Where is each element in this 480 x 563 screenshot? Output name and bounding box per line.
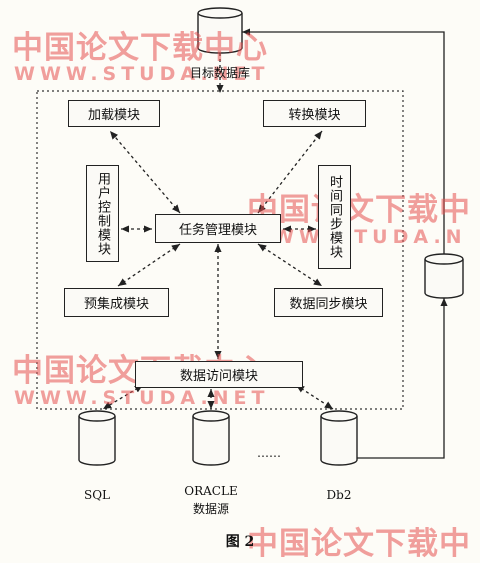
edge-task-preaggregate — [117, 243, 181, 287]
load-module-box: 加载模块 — [68, 100, 160, 127]
figure-caption: 图 2 — [225, 534, 255, 550]
db2-label: Db2 — [326, 488, 352, 502]
system-boundary — [36, 90, 404, 410]
watermark-en: WWW.STUDA.N — [247, 226, 467, 248]
edge-access-db2 — [295, 384, 334, 410]
oracle-label: ORACLE — [184, 484, 238, 498]
task-management-module-box: 任务管理模块 — [155, 214, 281, 243]
watermark-en: WWW.STUDA.NET — [14, 387, 270, 409]
data-sync-module-box: 数据同步模块 — [274, 288, 383, 317]
watermark-cn: 中国论文下载中心 — [12, 30, 268, 66]
preaggregate-module-box: 预集成模块 — [64, 288, 169, 317]
side-database-cylinder — [424, 253, 464, 299]
sql-database-cylinder — [78, 410, 116, 466]
watermark-en: WWW.STUDA.NET — [14, 63, 270, 85]
target-database-cylinder — [197, 7, 243, 54]
oracle-database-cylinder — [192, 410, 230, 466]
target-database-label: 目标数据库 — [189, 66, 250, 80]
db2-to-side-cylinder-line — [357, 298, 448, 459]
edge-access-sql — [102, 384, 144, 410]
time-sync-module-box: 时间同步模块 — [318, 165, 351, 269]
data-access-module-box: 数据访问模块 — [135, 361, 303, 388]
edge-task-transform — [257, 130, 323, 214]
side-cylinder-to-target-line — [242, 28, 445, 254]
transform-module-box: 转换模块 — [263, 100, 366, 127]
edge-task-datasync — [257, 243, 323, 287]
edge-task-load — [109, 130, 181, 214]
ellipsis-label: …… — [257, 446, 281, 460]
db2-database-cylinder — [320, 410, 358, 466]
oracle-sub-label: 数据源 — [192, 502, 229, 516]
watermark-cn: 中国论文下载中 — [247, 192, 471, 228]
sql-label: SQL — [83, 488, 111, 502]
user-control-module-box: 用户控制模块 — [86, 165, 119, 262]
